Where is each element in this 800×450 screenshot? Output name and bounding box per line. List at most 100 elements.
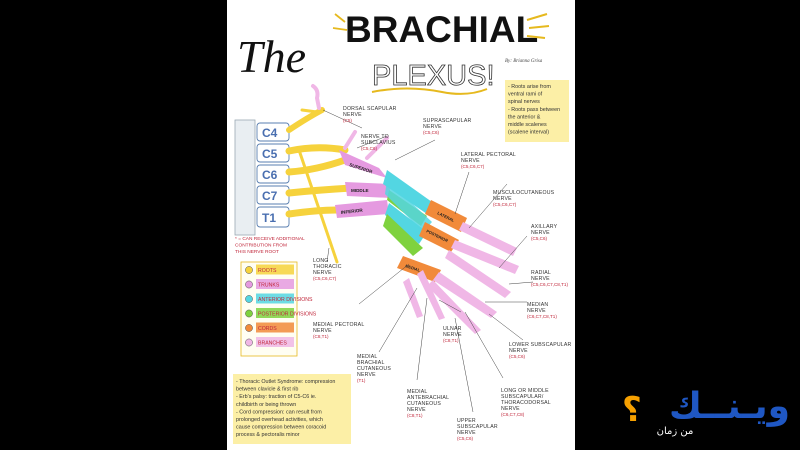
notes-bottom-line: cause compression between coracoid [236,425,326,431]
notes-bottom-text: - Thoracic Outlet Syndrome: compression b… [236,379,335,438]
notes-top-text: - Roots arise from ventral rami ofspinal … [508,84,560,136]
nerve-label-medial-antebrachial: MEDIAL [407,389,428,395]
legend-label: ROOTS [258,268,277,274]
nerve-label-upper-subscapular: UPPER [457,418,476,424]
nerve-label-axillary: AXILLARY [531,224,558,230]
nerve-label-medial-brachial: CUTANEOUS [357,366,391,372]
nerve-label-lower-subscapular: (C5,C6) [509,354,526,359]
notes-top-line: ventral rami of [508,92,543,98]
nerve-label-long-thoracic: LONG [313,258,329,264]
root-label-c7: C7 [262,189,278,203]
nerve-label-ulnar: NERVE [443,332,462,338]
notes-bottom-line: - Cord compression: can result from [236,409,322,415]
title-underline [371,87,488,95]
nerve-label-thoracodorsal: (C6,C7,C8) [501,412,525,417]
legend-swatch [245,266,253,274]
nerve-label-thoracodorsal: NERVE [501,406,520,412]
nerve-label-dorsal-scapular: NERVE [343,112,362,118]
legend-highlight [256,293,294,304]
nerve-label-lower-subscapular: LOWER SUBSCAPULAR [509,342,572,348]
nerve-label-medial-antebrachial: ANTEBRACHIAL [407,395,449,401]
watermark-subtitle: من زمان [656,426,694,437]
notes-bottom-line: - Thoracic Outlet Syndrome: compression [236,379,335,385]
nerve-label-thoracodorsal: LONG OR MIDDLE [501,388,549,394]
legend-swatch [245,295,253,303]
plexus-trunks [335,150,391,218]
nerve-label-medial-antebrachial: (C8,T1) [407,413,423,418]
title-sparkle-icon [526,13,550,39]
root-label-c5: C5 [262,147,278,161]
nerve-label-medial-brachial: MEDIAL [357,354,378,360]
nerve-label-medial-brachial: BRACHIAL [357,360,385,366]
plexus-divisions [383,170,432,256]
cord-medial-label: MEDIAL [405,263,422,273]
watermark-brand: ويـنــك [668,386,790,427]
legend-swatch [245,309,253,318]
upper-branches [311,84,389,160]
nerve-label-medial-brachial: (T1) [357,378,366,383]
brachial-plexus-poster: The BRACHIAL PLEXUS! By: Brianna Grisa -… [227,0,575,450]
notes-top-line: - Roots arise from [508,84,551,90]
root-label-t1: T1 [262,211,276,225]
nerve-label-median: (C6,C7,C8,T1) [527,314,557,319]
legend: ROOTS TRUNKS ANTERIOR DIVISIONS POSTERIOR D… [245,264,317,347]
nerve-label-upper-subscapular: (C5,C6) [457,436,474,441]
notes-bottom-line: prolonged overhead activities, which [236,417,323,423]
nerve-label-medial-antebrachial: CUTANEOUS [407,401,441,407]
nerve-label-axillary: (C5,C6) [531,236,548,241]
legend-highlight [256,337,294,347]
legend-label: TRUNKS [258,283,280,289]
nerve-label-thoracodorsal: SUBSCAPULAR/ [501,394,544,400]
notes-bottom-line: process & pectoralis minor [236,432,300,438]
nerve-label-radial: RADIAL [531,270,551,276]
legend-swatch [245,324,253,332]
notes-top-line: - Roots pass between [508,107,560,113]
root-label-c4: C4 [262,126,278,140]
nerve-label-axillary: NERVE [531,230,550,236]
pointer-lines [322,109,534,413]
notes-top-line: (scalene interval) [508,130,549,136]
nerve-label-musculocutaneous: (C5,C6,C7) [493,202,517,207]
legend-label: CORDS [258,326,277,332]
legend-swatch [245,338,253,347]
legend-label: ANTERIOR DIVISIONS [258,297,313,303]
byline: By: Brianna Grisa [505,59,543,64]
nerve-label-long-thoracic: (C5,C6,C7) [313,276,337,281]
legend-label: POSTERIOR DIVISIONS [258,312,317,318]
nerve-label-nerve-subclavius: NERVE TO [361,134,389,140]
title-plexus: PLEXUS! [372,60,495,92]
watermark-logo: ويـنــك ؟ من زمان [622,384,792,444]
legend-label: BRANCHES [258,341,287,347]
nerve-label-lateral-pectoral: LATERAL PECTORAL [461,152,516,158]
notes-top-line: the anterior & [508,114,541,120]
trunk-middle-label: MIDDLE [351,188,369,193]
root-label-c6: C6 [262,168,278,182]
nerve-label-long-thoracic: NERVE [313,270,332,276]
notes-top-line: spinal nerves [508,99,540,105]
nerve-label-radial: (C5,C6,C7,C8,T1) [531,282,568,287]
nerve-label-medial-pectoral: (C8,T1) [313,334,329,339]
notes-bottom-box [233,374,351,444]
nerve-label-dorsal-scapular: DORSAL SCAPULAR [343,106,397,112]
root-note-line: CONTRIBUTION FROM [235,243,287,249]
nerve-label-suprascapular: NERVE [423,124,442,130]
nerve-label-nerve-subclavius: SUBCLAVIUS [361,140,396,146]
notes-bottom-line: between clavicle & first rib [236,387,298,393]
nerve-label-medial-pectoral: NERVE [313,328,332,334]
nerve-label-upper-subscapular: SUBSCAPULAR [457,424,498,430]
nerve-label-suprascapular: (C5,C6) [423,130,440,135]
nerve-label-medial-antebrachial: NERVE [407,407,426,413]
nerve-label-nerve-subclavius: (C5,C6) [361,146,378,151]
notes-top-box [505,80,569,142]
nerve-label-suprascapular: SUPRASCAPULAR [423,118,471,124]
nerve-label-median: MEDIAN [527,302,548,308]
nerve-label-medial-pectoral: MEDIAL PECTORAL [313,322,364,328]
title-sparkle-left-icon [332,13,348,31]
nerve-label-radial: NERVE [531,276,550,282]
poster-canvas: The BRACHIAL PLEXUS! By: Brianna Grisa -… [233,9,572,444]
nerve-label-musculocutaneous: MUSCULOCUTANEOUS [493,190,555,196]
nerve-label-musculocutaneous: NERVE [493,196,512,202]
legend-highlight [256,279,294,289]
